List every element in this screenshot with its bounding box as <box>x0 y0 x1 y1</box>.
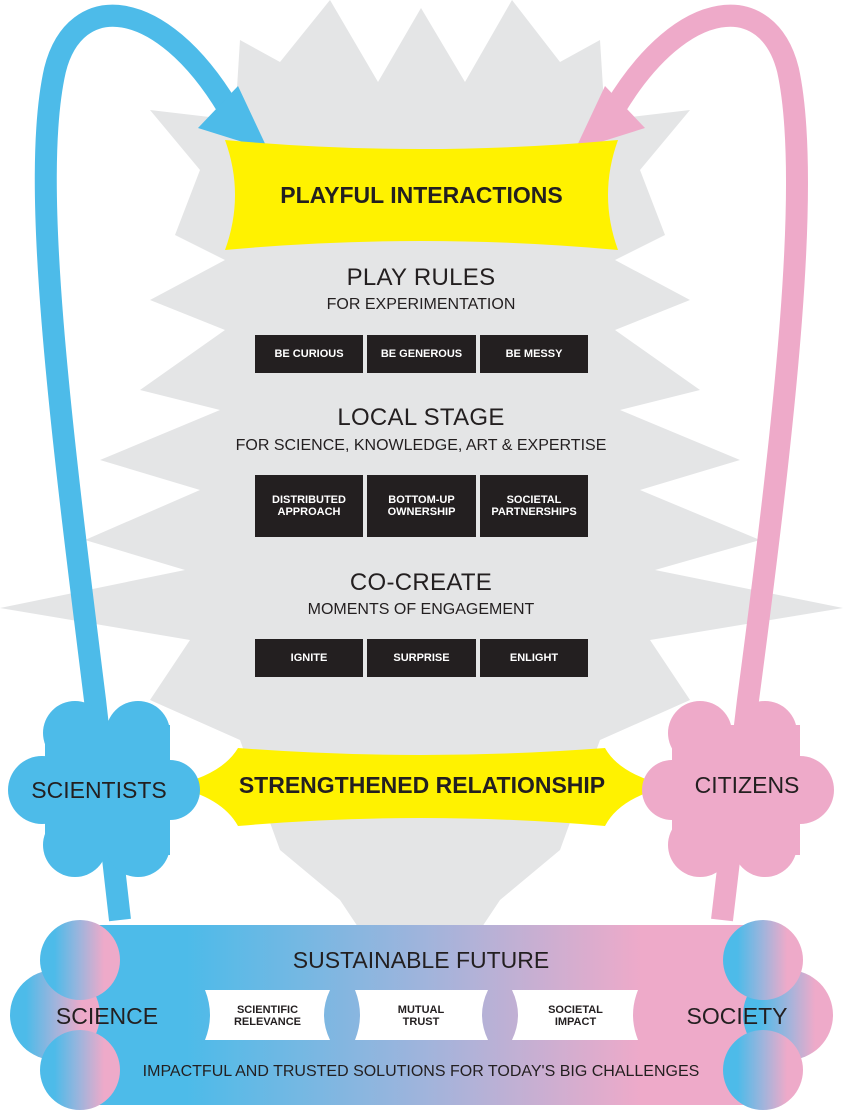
society-label: SOCIETY <box>686 1003 788 1029</box>
stage-distributed-approach: DISTRIBUTED APPROACH <box>255 475 363 537</box>
rule-be-generous: BE GENEROUS <box>367 335 476 373</box>
citizens-arrowhead <box>575 86 645 150</box>
future-footer: IMPACTFUL AND TRUSTED SOLUTIONS FOR TODA… <box>142 1063 700 1080</box>
citizens-arrow <box>605 4 809 922</box>
stage-societal-partnerships: SOCIETAL PARTNERSHIPS <box>480 475 588 537</box>
co-create-subtitle: MOMENTS OF ENGAGEMENT <box>307 601 535 618</box>
local-stage-title: LOCAL STAGE <box>337 404 505 431</box>
pill-scientific-relevance: SCIENTIFIC RELEVANCE <box>233 1004 302 1028</box>
citizens-label: CITIZENS <box>694 772 800 798</box>
scientists-arrowhead <box>198 86 268 150</box>
local-stage-subtitle: FOR SCIENCE, KNOWLEDGE, ART & EXPERTISE <box>235 437 607 454</box>
science-label: SCIENCE <box>55 1003 159 1029</box>
engage-ignite: IGNITE <box>255 639 363 677</box>
starburst-background <box>0 0 843 930</box>
stage-bottom-up-ownership: BOTTOM-UP OWNERSHIP <box>367 475 476 537</box>
strengthened-relationship-banner <box>172 748 670 826</box>
playful-interactions-label: PLAYFUL INTERACTIONS <box>280 182 563 208</box>
rule-be-messy: BE MESSY <box>480 335 588 373</box>
sustainable-future-title: SUSTAINABLE FUTURE <box>292 947 550 973</box>
pill-societal-impact: SOCIETAL IMPACT <box>548 1004 603 1028</box>
playful-interactions-banner <box>225 140 618 250</box>
scientists-cloud <box>8 701 200 877</box>
rule-be-curious: BE CURIOUS <box>255 335 363 373</box>
play-rules-subtitle: FOR EXPERIMENTATION <box>326 296 516 313</box>
play-rules-title: PLAY RULES <box>346 264 496 291</box>
scientists-label: SCIENTISTS <box>31 777 167 803</box>
future-pills <box>205 990 638 1040</box>
co-create-title: CO-CREATE <box>349 569 493 596</box>
engage-surprise: SURPRISE <box>367 639 476 677</box>
citizens-cloud <box>642 701 834 877</box>
engage-enlight: ENLIGHT <box>480 639 588 677</box>
strengthened-relationship-label: STRENGTHENED RELATIONSHIP <box>238 772 606 798</box>
pill-mutual-trust: MUTUAL TRUST <box>397 1004 445 1028</box>
scientists-arrow <box>34 4 238 922</box>
